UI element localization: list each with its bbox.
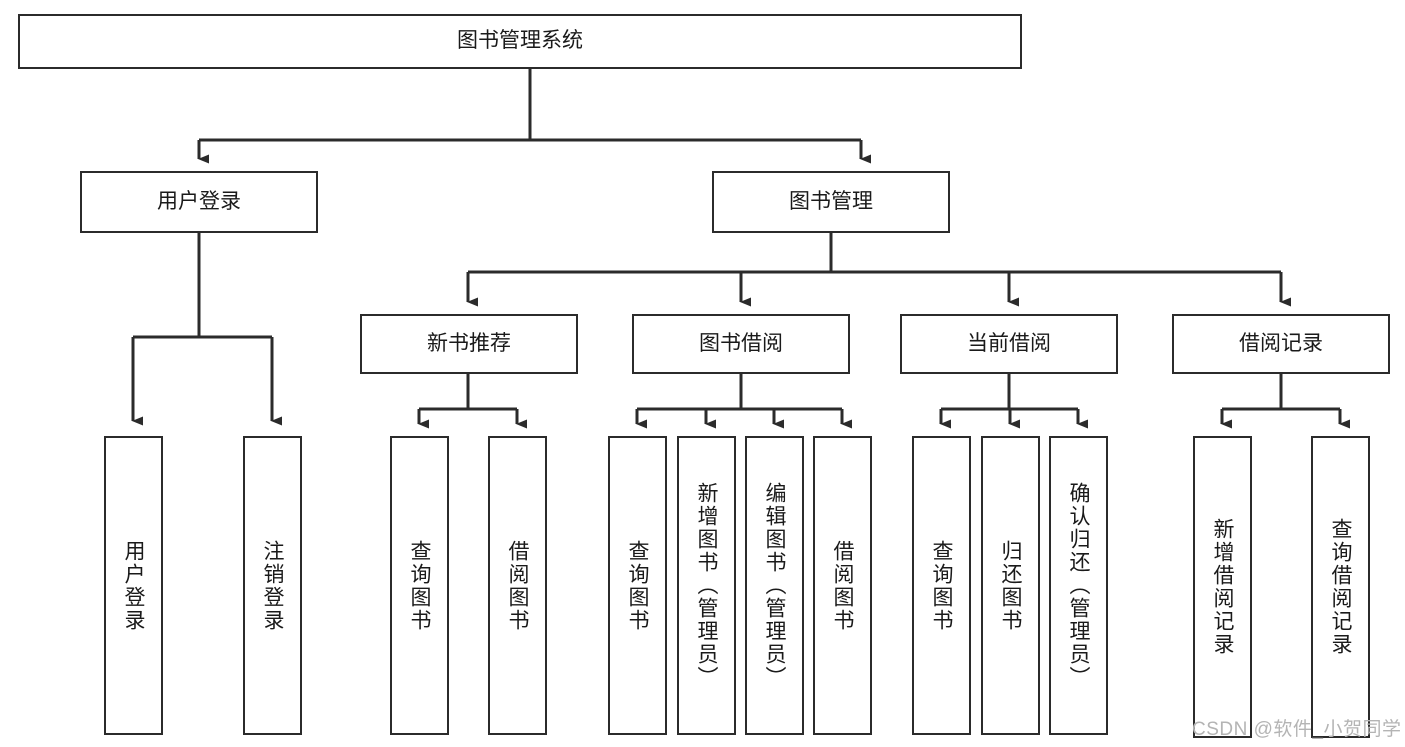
- node-book-borrow-label: 图书借阅: [699, 331, 783, 355]
- node-leaf-confirm-return-label: 确认归还（管理员）: [1067, 482, 1090, 689]
- node-book-management-label: 图书管理: [789, 189, 873, 213]
- node-leaf-query-book-2-label: 查询图书: [626, 539, 649, 632]
- node-leaf-add-book[interactable]: 新增图书（管理员）: [677, 436, 736, 735]
- node-leaf-query-book-2[interactable]: 查询图书: [608, 436, 667, 735]
- node-leaf-query-book-3-label: 查询图书: [930, 539, 953, 632]
- node-leaf-add-record[interactable]: 新增借阅记录: [1193, 436, 1252, 738]
- node-leaf-query-record[interactable]: 查询借阅记录: [1311, 436, 1370, 738]
- node-leaf-user-login-label: 用户登录: [122, 539, 145, 632]
- node-leaf-borrow-book-2-label: 借阅图书: [831, 539, 854, 632]
- node-leaf-add-record-label: 新增借阅记录: [1211, 518, 1234, 656]
- node-leaf-add-book-label: 新增图书（管理员）: [695, 482, 718, 689]
- node-leaf-logout-login-label: 注销登录: [261, 539, 284, 632]
- node-borrow-record-label: 借阅记录: [1239, 331, 1323, 355]
- node-leaf-return-book-label: 归还图书: [999, 539, 1022, 632]
- node-leaf-edit-book[interactable]: 编辑图书（管理员）: [745, 436, 804, 735]
- node-root-system-label: 图书管理系统: [457, 29, 583, 53]
- node-leaf-confirm-return[interactable]: 确认归还（管理员）: [1049, 436, 1108, 735]
- node-leaf-borrow-book-1-label: 借阅图书: [506, 539, 529, 632]
- node-leaf-query-book-3[interactable]: 查询图书: [912, 436, 971, 735]
- node-leaf-return-book[interactable]: 归还图书: [981, 436, 1040, 735]
- node-borrow-record[interactable]: 借阅记录: [1172, 314, 1390, 374]
- node-leaf-user-login[interactable]: 用户登录: [104, 436, 163, 735]
- node-user-login[interactable]: 用户登录: [80, 171, 318, 233]
- node-leaf-query-book-1[interactable]: 查询图书: [390, 436, 449, 735]
- node-user-login-label: 用户登录: [157, 189, 241, 213]
- node-current-borrow[interactable]: 当前借阅: [900, 314, 1118, 374]
- node-book-management[interactable]: 图书管理: [712, 171, 950, 233]
- node-leaf-borrow-book-2[interactable]: 借阅图书: [813, 436, 872, 735]
- node-leaf-query-record-label: 查询借阅记录: [1329, 518, 1352, 656]
- csdn-watermark: CSDN @软件_小贺同学: [1192, 719, 1402, 740]
- node-leaf-borrow-book-1[interactable]: 借阅图书: [488, 436, 547, 735]
- node-leaf-logout-login[interactable]: 注销登录: [243, 436, 302, 735]
- node-leaf-edit-book-label: 编辑图书（管理员）: [763, 482, 786, 689]
- node-book-borrow[interactable]: 图书借阅: [632, 314, 850, 374]
- node-current-borrow-label: 当前借阅: [967, 331, 1051, 355]
- node-root-system[interactable]: 图书管理系统: [18, 14, 1022, 69]
- node-new-book-recommend-label: 新书推荐: [427, 331, 511, 355]
- node-new-book-recommend[interactable]: 新书推荐: [360, 314, 578, 374]
- node-leaf-query-book-1-label: 查询图书: [408, 539, 431, 632]
